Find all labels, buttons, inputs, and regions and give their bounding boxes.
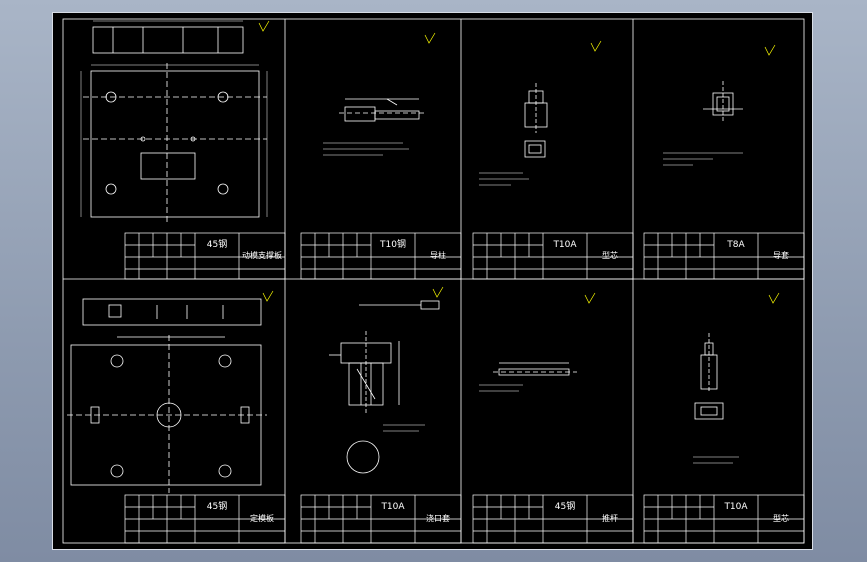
notes-3 [479,172,529,186]
notes-7 [479,384,523,392]
title-block-7 [472,494,634,544]
title-block-3 [472,232,634,280]
part-view-guide-pillar [339,98,425,122]
inner-frame [62,18,805,544]
part-view-support-plate [83,26,267,225]
part-name-8: 型芯 [773,514,789,523]
title-block-4 [643,232,805,280]
part-view-ejector-pin [493,362,577,376]
part-name-5: 定模板 [250,514,274,523]
material-label-1: 45钢 [206,240,228,250]
notes-2 [323,142,409,156]
frame-lines [62,18,805,544]
part-name-2: 导柱 [430,251,446,260]
notes-8 [693,456,739,464]
part-view-core-1 [524,83,548,158]
material-label-4: T8A [727,240,745,250]
title-block-8 [643,494,805,544]
part-name-1: 动模支撑板 [242,251,282,260]
material-label-6: T10A [381,502,405,512]
part-view-guide-bush [703,81,743,123]
part-view-sprue-bush [329,300,440,474]
material-label-2: T10钢 [380,240,406,250]
part-name-6: 浇口套 [426,514,450,523]
title-block-2 [300,232,462,280]
material-label-5: 45钢 [206,502,228,512]
dimension-marks-1 [80,20,268,217]
title-block-1 [124,232,286,280]
title-block-6 [300,494,462,544]
part-view-fixed-plate [67,298,267,493]
roughness-symbols [258,20,780,304]
part-name-3: 型芯 [602,251,618,260]
material-label-3: T10A [553,240,577,250]
notes-4 [663,152,743,166]
title-block-5 [124,494,286,544]
part-name-4: 导套 [773,251,789,260]
cad-drawing [62,18,805,544]
drawing-sheet: 45钢 T10钢 T10A T8A 45钢 T10A 45钢 T10A 动模支撑… [52,12,813,550]
part-view-core-2 [694,333,724,420]
part-name-7: 推杆 [602,514,618,523]
notes-6 [383,424,425,432]
material-label-8: T10A [724,502,748,512]
material-label-7: 45钢 [554,502,576,512]
